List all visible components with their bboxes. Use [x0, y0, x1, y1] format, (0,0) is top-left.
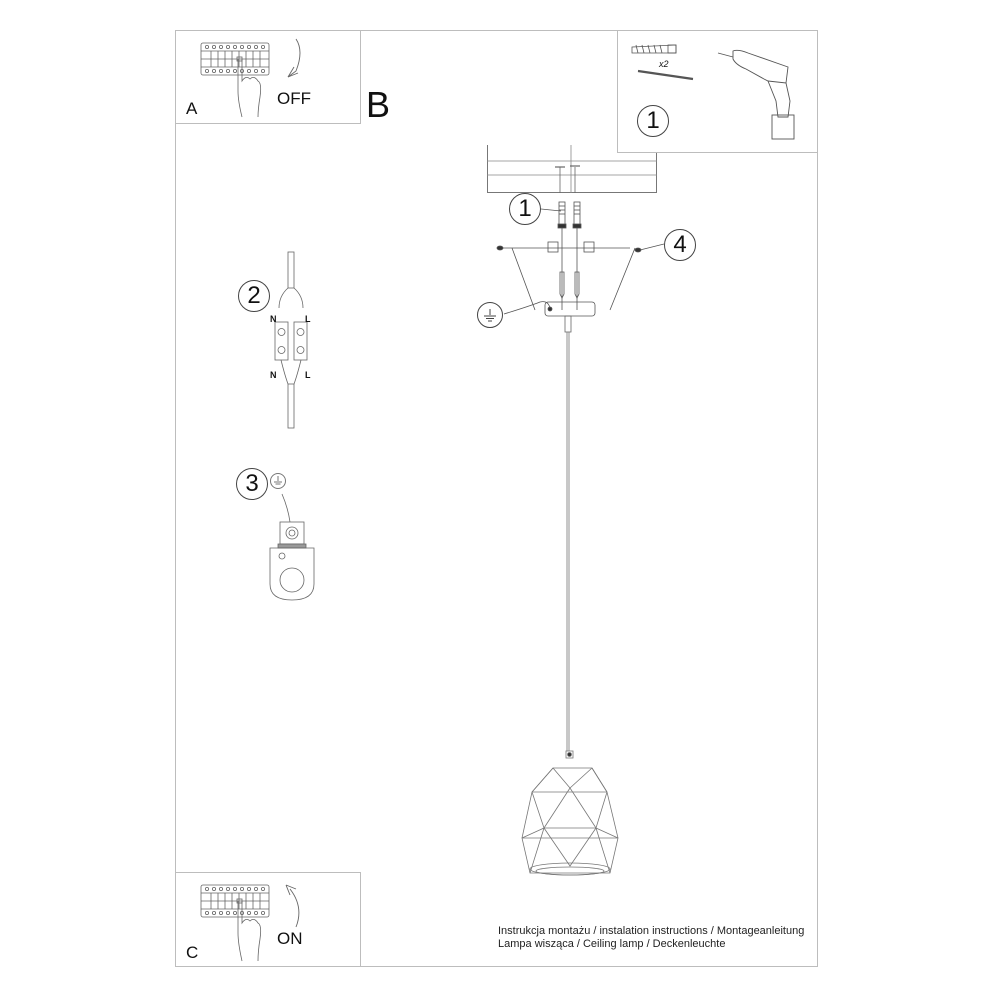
- ceiling-lines: [487, 145, 657, 193]
- geometric-lamp-shade: [521, 750, 619, 876]
- step-b-letter: B: [366, 84, 391, 125]
- hand-icon: [236, 898, 262, 962]
- ground-icon: [484, 309, 496, 322]
- step-c-action: ON: [277, 929, 303, 948]
- ground-step-callout: 3: [236, 468, 268, 500]
- wall-plug-icon: [631, 44, 795, 140]
- wiring-step-callout: 2: [238, 280, 270, 312]
- step-a-letter: A: [186, 99, 198, 118]
- step-c-panel: C ON: [175, 872, 361, 967]
- breaker-panel-icon: [200, 884, 300, 962]
- caption-product: Lampa wisząca / Ceiling lamp / Deckenleu…: [498, 938, 726, 950]
- wiring-bottom-neutral: N: [270, 370, 277, 380]
- arrow-up-icon: [285, 884, 300, 928]
- ground-symbol-callout: [477, 302, 503, 328]
- wiring-bottom-live: L: [305, 370, 311, 380]
- pendant-cord: [564, 315, 572, 754]
- tools-step-callout: 1: [637, 105, 669, 137]
- ceiling-block: [487, 145, 657, 193]
- screw-step-callout: 4: [664, 229, 696, 261]
- arrow-down-icon: [287, 38, 301, 78]
- caption-instructions: Instrukcja montażu / instalation instruc…: [498, 925, 805, 937]
- anchor-step-callout: 1: [509, 193, 541, 225]
- tools-panel: x2 1: [617, 30, 818, 153]
- tools-quantity: x2: [659, 59, 669, 69]
- ground-icon: [274, 476, 282, 485]
- wiring-top-live: L: [305, 314, 311, 324]
- step-a-panel: A OFF: [175, 30, 361, 124]
- terminal-block-diagram: [274, 251, 308, 429]
- ground-step-symbol: [270, 473, 286, 489]
- anchor-leader-line: [540, 208, 562, 212]
- step-c-letter: C: [186, 943, 199, 962]
- mounting-assembly: [496, 201, 642, 317]
- breaker-panel-icon: [200, 38, 301, 118]
- page-frame: [175, 30, 818, 967]
- wiring-top-neutral: N: [270, 314, 277, 324]
- screw-leader-line: [639, 243, 665, 251]
- hand-icon: [236, 56, 262, 118]
- ground-terminal-diagram: [269, 493, 315, 601]
- step-a-action: OFF: [277, 89, 311, 108]
- drill-icon: [717, 49, 795, 140]
